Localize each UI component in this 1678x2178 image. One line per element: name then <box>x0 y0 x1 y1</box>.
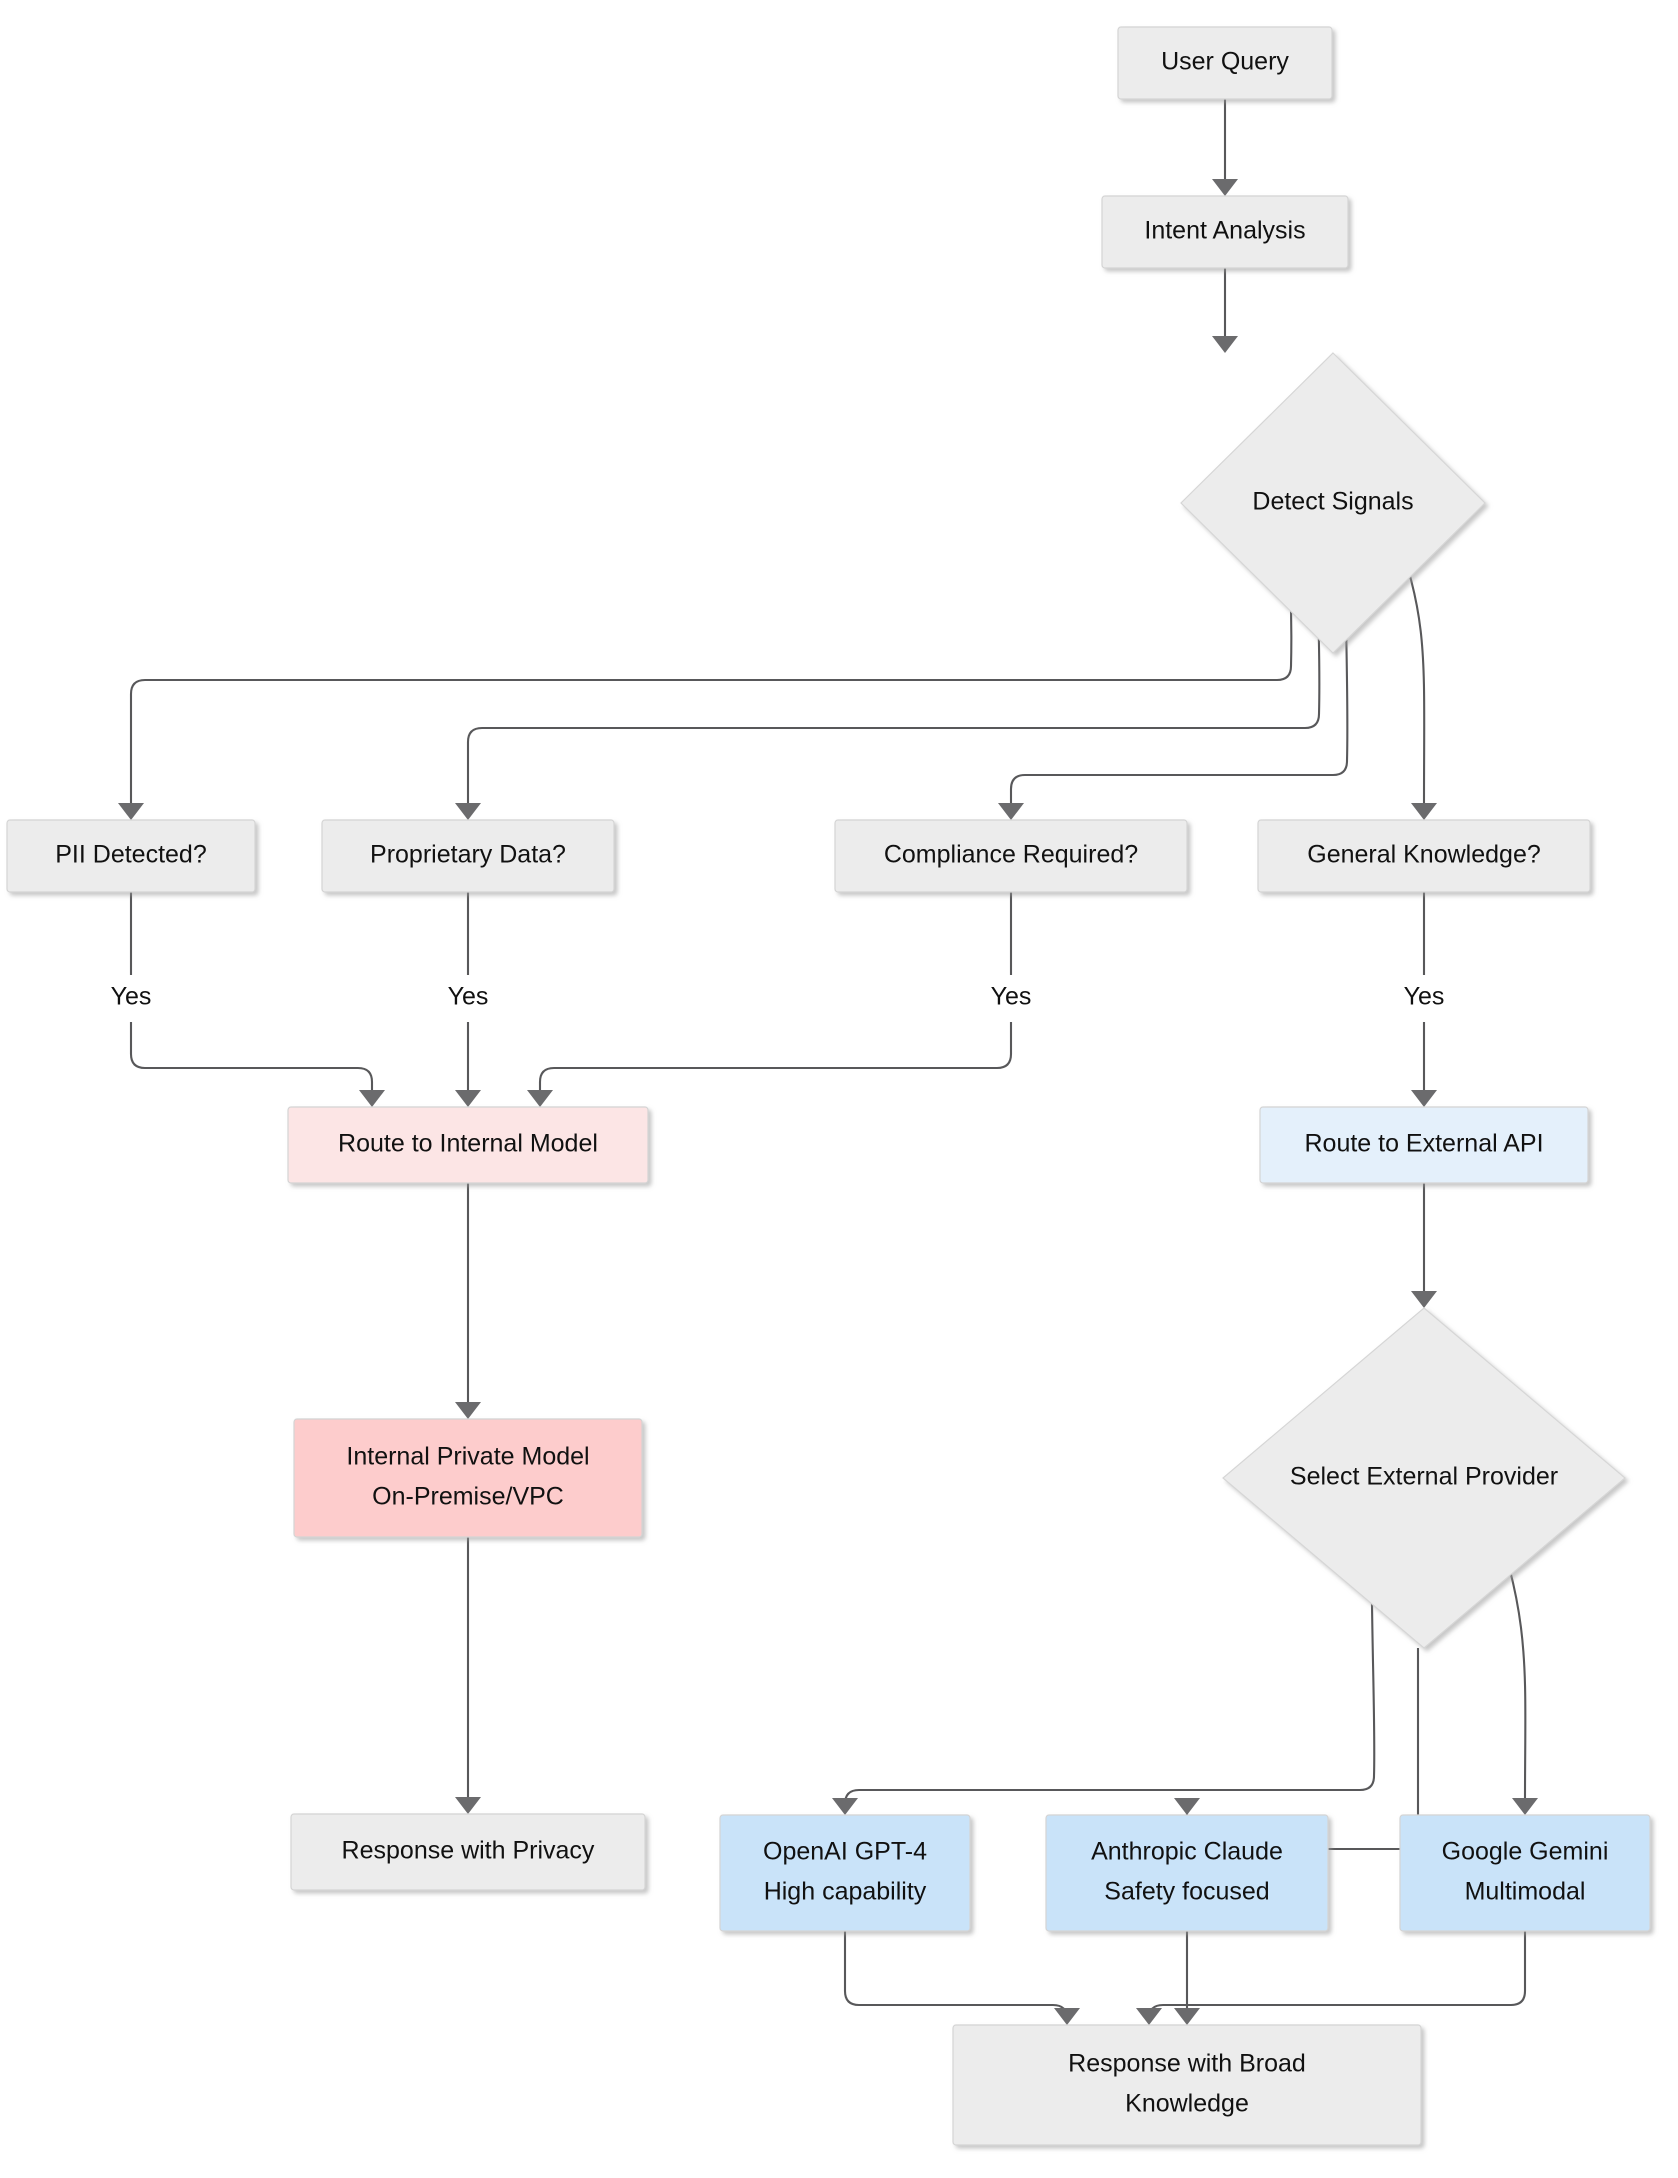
node-label-compliance_req: Compliance Required? <box>884 841 1138 869</box>
node-label-intent_analysis: Intent Analysis <box>1144 217 1305 245</box>
node-label-pii_detected: PII Detected? <box>55 841 206 869</box>
edge-compliance-to-route-internal <box>538 1022 1013 1090</box>
edge-pii-to-route-internal <box>129 1022 374 1090</box>
edge-openai-to-response-broad <box>843 1931 1069 2021</box>
node-route_external[interactable]: Route to External API <box>1259 1106 1589 1184</box>
edge-arrowhead <box>455 803 481 820</box>
node-label-openai_gpt4: High capability <box>764 1878 927 1906</box>
node-label-internal_model: On-Premise/VPC <box>372 1483 564 1511</box>
node-shape-rect <box>952 2024 1422 2146</box>
node-shape-rect <box>1257 819 1591 893</box>
edge-label-yes_general: Yes <box>1404 983 1445 1011</box>
edge-label-yes_pii: Yes <box>111 983 152 1011</box>
edge-label-yes_compliance: Yes <box>991 983 1032 1011</box>
node-shape-rect <box>1101 195 1349 269</box>
node-intent_analysis[interactable]: Intent Analysis <box>1101 195 1349 269</box>
node-pii_detected[interactable]: PII Detected? <box>6 819 256 893</box>
node-compliance_req[interactable]: Compliance Required? <box>834 819 1188 893</box>
node-label-select_provider: Select External Provider <box>1290 1463 1558 1491</box>
node-label-route_internal: Route to Internal Model <box>338 1130 598 1158</box>
edge-arrowhead <box>998 803 1024 820</box>
edge-arrowhead <box>455 1090 481 1107</box>
node-shape-rect <box>834 819 1188 893</box>
node-label-anthropic_claude: Anthropic Claude <box>1091 1838 1283 1866</box>
node-label-general_knowledge: General Knowledge? <box>1307 841 1541 869</box>
node-select_provider[interactable]: Select External Provider <box>1222 1307 1626 1649</box>
node-label-route_external: Route to External API <box>1304 1130 1543 1158</box>
edge-labels-layer: Yes Yes Yes Yes <box>111 983 1445 1011</box>
edge-arrowhead <box>1054 2008 1080 2025</box>
node-user_query[interactable]: User Query <box>1117 26 1333 100</box>
edge-arrowhead <box>359 1090 385 1107</box>
node-proprietary_data[interactable]: Proprietary Data? <box>321 819 615 893</box>
node-label-google_gemini: Google Gemini <box>1442 1838 1609 1866</box>
node-label-detect_signals: Detect Signals <box>1252 488 1413 516</box>
node-shape-rect <box>290 1813 646 1891</box>
edge-arrowhead <box>1411 803 1437 820</box>
node-label-openai_gpt4: OpenAI GPT-4 <box>763 1838 927 1866</box>
edge-label-yes_proprietary: Yes <box>448 983 489 1011</box>
node-shape-rect <box>1259 1106 1589 1184</box>
node-label-response_privacy: Response with Privacy <box>342 1837 595 1865</box>
edge-arrowhead <box>832 1798 858 1815</box>
node-shape-rect <box>1399 1814 1651 1932</box>
edge-arrowhead <box>1212 179 1238 196</box>
node-shape-rect <box>293 1418 643 1538</box>
node-response_privacy[interactable]: Response with Privacy <box>290 1813 646 1891</box>
node-route_internal[interactable]: Route to Internal Model <box>287 1106 649 1184</box>
edge-arrowhead <box>527 1090 553 1107</box>
node-label-user_query: User Query <box>1161 48 1289 76</box>
node-label-google_gemini: Multimodal <box>1465 1878 1586 1906</box>
node-shape-rect <box>1045 1814 1329 1932</box>
edge-detect-to-pii <box>129 510 1293 803</box>
edge-arrowhead <box>1411 1291 1437 1308</box>
edge-arrowhead <box>1212 336 1238 353</box>
edge-arrowhead <box>1136 2008 1162 2025</box>
node-shape-rect <box>719 1814 971 1932</box>
edge-arrowhead <box>118 803 144 820</box>
node-shape-rect <box>6 819 256 893</box>
node-label-response_broad: Knowledge <box>1125 2090 1249 2118</box>
node-shape-rect <box>321 819 615 893</box>
edge-detect-to-proprietary <box>466 510 1321 803</box>
edge-arrowhead <box>1411 1090 1437 1107</box>
node-shape-diamond <box>1180 352 1486 654</box>
node-shape-diamond <box>1222 1307 1626 1649</box>
node-label-response_broad: Response with Broad <box>1068 2050 1306 2078</box>
node-shape-rect <box>287 1106 649 1184</box>
node-detect_signals[interactable]: Detect Signals <box>1180 352 1486 654</box>
node-label-anthropic_claude: Safety focused <box>1104 1878 1269 1906</box>
edge-arrowhead <box>1512 1798 1538 1815</box>
edge-gemini-to-response-broad <box>1147 1931 1527 2021</box>
edge-arrowhead <box>1174 2008 1200 2025</box>
edge-arrowhead <box>455 1402 481 1419</box>
node-label-proprietary_data: Proprietary Data? <box>370 841 566 869</box>
edge-arrowhead <box>455 1797 481 1814</box>
edge-arrowhead <box>1174 1798 1200 1815</box>
node-general_knowledge[interactable]: General Knowledge? <box>1257 819 1591 893</box>
node-label-internal_model: Internal Private Model <box>346 1443 589 1471</box>
node-shape-rect <box>1117 26 1333 100</box>
